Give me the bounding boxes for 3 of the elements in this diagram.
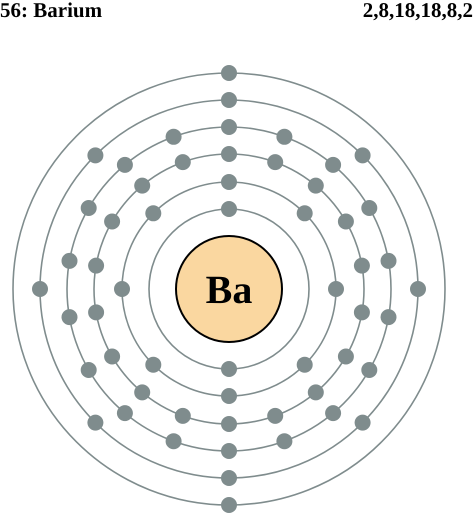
element-symbol: Ba bbox=[206, 266, 252, 312]
shell-configuration: 2,8,18,18,8,2 bbox=[362, 0, 473, 23]
element-title: 56: Barium bbox=[0, 0, 102, 23]
